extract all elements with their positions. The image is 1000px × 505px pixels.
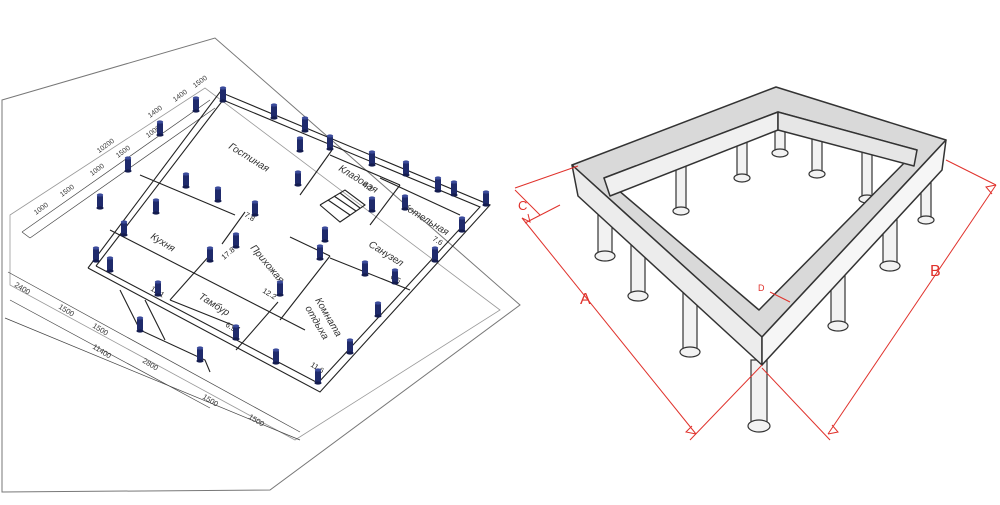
plan-pile [92, 246, 100, 263]
foundation-schematic: A B C D [514, 86, 997, 441]
plan-pile [361, 260, 369, 277]
dimension-lines-left [21, 99, 216, 239]
dim-line-c2 [524, 204, 561, 224]
plan-pile [251, 200, 259, 217]
floor-plan-drawing: 1000 1500 1000 1500 1000 10200 1400 1400… [1, 37, 521, 493]
dim-line-c [514, 165, 579, 189]
plan-pile [391, 268, 399, 285]
plan-pile [219, 86, 227, 103]
schematic-dimensions [514, 159, 997, 441]
label-a: A [580, 291, 591, 308]
plan-pile [346, 338, 354, 355]
paper-sheet-outer [1, 37, 521, 493]
plan-pile [156, 120, 164, 137]
plan-pile [482, 190, 490, 207]
plan-pile [214, 186, 222, 203]
plan-pile [232, 232, 240, 249]
plan-pile [196, 346, 204, 363]
plan-pile [434, 176, 442, 193]
plan-pile [124, 156, 132, 173]
plan-pile [276, 280, 284, 297]
plan-pile [458, 216, 466, 233]
plan-pile [206, 246, 214, 263]
dimension-lines-bottom [4, 271, 301, 441]
plan-pile [120, 220, 128, 237]
plan-pile [296, 136, 304, 153]
dim-line-a [521, 217, 697, 435]
plan-pile [401, 194, 409, 211]
plan-pile [402, 160, 410, 177]
plan-pile [431, 246, 439, 263]
pile-front-6 [879, 219, 901, 272]
plan-pile [272, 348, 280, 365]
pile-front-4 [747, 359, 771, 433]
plan-walls [87, 91, 491, 393]
label-b: B [930, 263, 941, 280]
plan-pile [106, 256, 114, 273]
plan-pile [270, 103, 278, 120]
grillage-side-left [571, 164, 763, 366]
plan-pile [96, 193, 104, 210]
plan-pile [301, 116, 309, 133]
foundation-grillage [571, 86, 947, 366]
plan-pile [321, 226, 329, 243]
plan-pile [316, 244, 324, 261]
plan-pile [314, 368, 322, 385]
plan-pile [326, 134, 334, 151]
grillage-inner-right [777, 111, 918, 167]
plan-pile [232, 324, 240, 341]
plan-pile [368, 196, 376, 213]
plan-pile [152, 198, 160, 215]
plan-pile [154, 280, 162, 297]
grillage-side-right [761, 139, 947, 366]
plan-pile [368, 150, 376, 167]
plan-pile [182, 172, 190, 189]
plan-pile [136, 316, 144, 333]
label-d: D [758, 283, 765, 293]
dim-line-d [769, 291, 791, 303]
label-c: C [518, 198, 527, 213]
plan-pile [192, 96, 200, 113]
dim-line-b [827, 184, 997, 435]
plan-pile [294, 170, 302, 187]
plan-pile [374, 301, 382, 318]
plan-pile [450, 180, 458, 197]
schematic-labels: A B C D [518, 198, 941, 308]
plan-piles [92, 86, 490, 385]
